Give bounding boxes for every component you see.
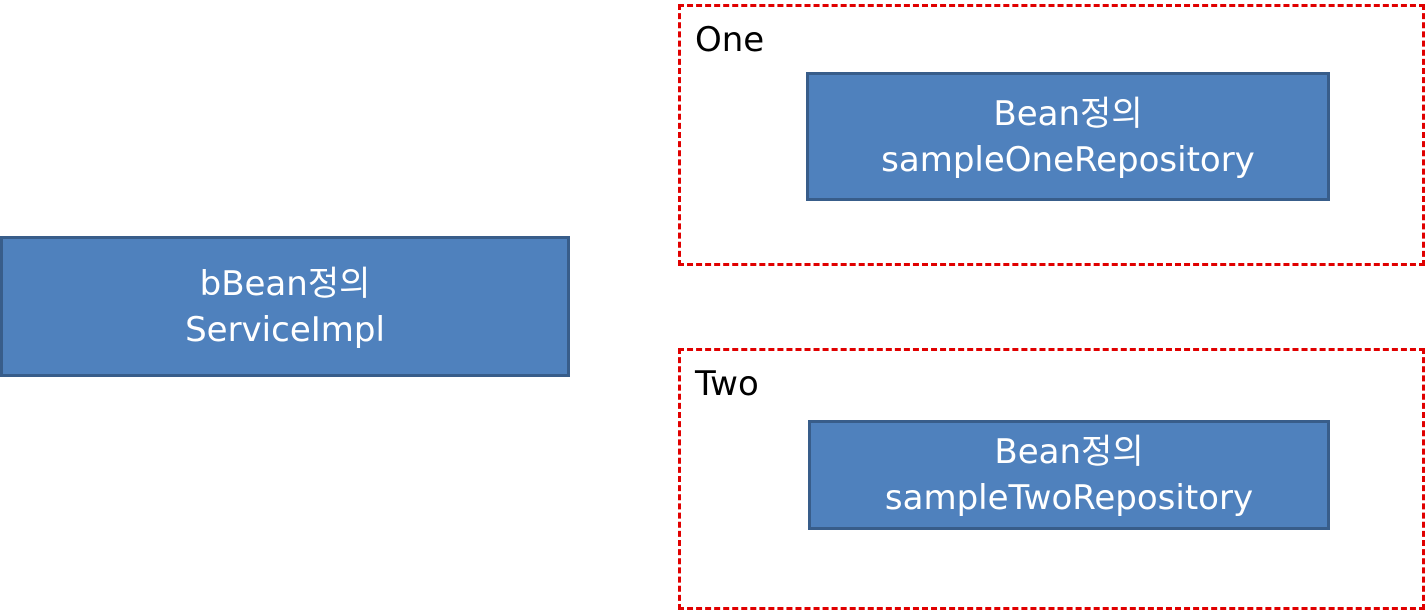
service-bean-line1: bBean정의 xyxy=(199,263,371,304)
group-one-label: One xyxy=(695,20,765,60)
group-two-container: Two Bean정의 sampleTwoRepository xyxy=(678,348,1425,610)
group-two-label: Two xyxy=(695,364,759,404)
repo-two-line2: sampleTwoRepository xyxy=(884,478,1254,518)
repo-two-line1: Bean정의 xyxy=(994,432,1144,472)
sample-one-repository-bean-box: Bean정의 sampleOneRepository xyxy=(806,72,1330,201)
repo-one-line2: sampleOneRepository xyxy=(881,139,1255,180)
repo-one-line1: Bean정의 xyxy=(993,93,1143,134)
service-impl-bean-box: bBean정의 ServiceImpl xyxy=(0,236,570,377)
group-one-container: One Bean정의 sampleOneRepository xyxy=(678,4,1425,266)
sample-two-repository-bean-box: Bean정의 sampleTwoRepository xyxy=(808,420,1330,530)
service-bean-line2: ServiceImpl xyxy=(185,309,385,350)
